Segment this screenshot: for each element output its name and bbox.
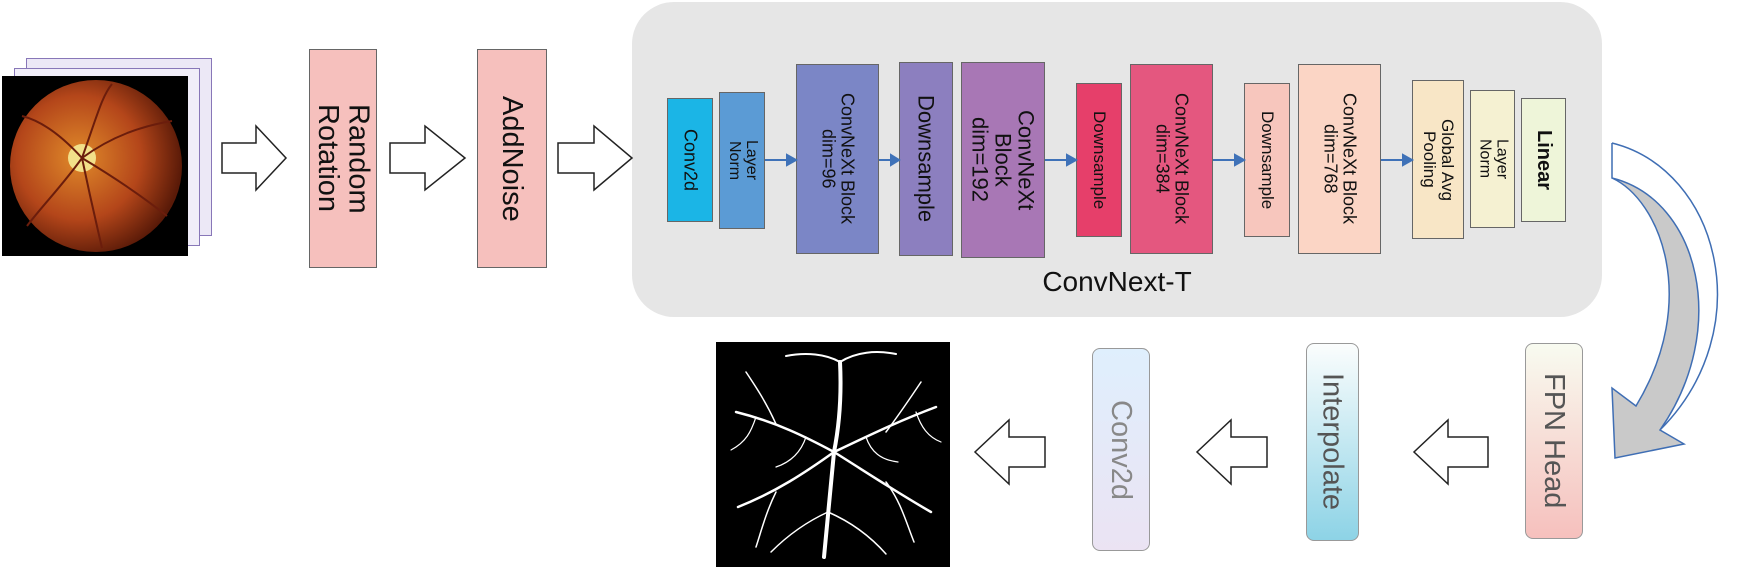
encoder-block-downsample-2: Downsample (1076, 83, 1122, 237)
encoder-block-label: Global Avg Pooling (1420, 118, 1457, 201)
interpolate-label: Interpolate (1316, 373, 1349, 511)
fundus-image (2, 76, 188, 256)
encoder-block-linear: Linear (1521, 98, 1566, 222)
interpolate-box: Interpolate (1306, 343, 1359, 541)
add-noise-box: AddNoise (477, 49, 547, 268)
encoder-block-convnext-768: ConvNeXt Block dim=768 (1298, 64, 1381, 254)
encoder-block-label: ConvNeXt Block dim=96 (818, 93, 858, 225)
random-rotation-box: Random Rotation (309, 49, 377, 268)
arrow-left-1 (1412, 418, 1489, 486)
conv2d-decoder-box: Conv2d (1092, 348, 1150, 551)
encoder-block-label: Layer Norm (1476, 138, 1511, 180)
encoder-block-label: Downsample (1257, 110, 1277, 210)
encoder-block-downsample-1: Downsample (899, 62, 953, 256)
encoder-block-label: Downsample (1089, 110, 1109, 210)
encoder-block-convnext-192: ConvNeXt Block dim=192 (961, 62, 1045, 258)
encoder-block-label: Layer Norm (726, 140, 760, 181)
encoder-block-convnext-384: ConvNeXt Block dim=384 (1130, 64, 1213, 254)
fpn-head-box: FPN Head (1525, 343, 1583, 539)
encoder-block-downsample-3: Downsample (1244, 83, 1290, 237)
encoder-block-layernorm-1: Layer Norm (719, 92, 765, 229)
encoder-block-label: ConvNeXt Block dim=192 (967, 109, 1039, 211)
arrow-left-2 (1195, 418, 1268, 486)
encoder-block-label: ConvNeXt Block dim=384 (1152, 93, 1192, 225)
encoder-block-label: Conv2d (680, 128, 701, 192)
encoder-to-decoder-curve (1611, 143, 1700, 459)
convnext-title: ConvNext-T (1042, 266, 1192, 297)
encoder-block-label: Downsample (913, 95, 939, 223)
encoder-block-label: ConvNeXt Block dim=768 (1320, 93, 1360, 225)
arrow-right-3 (557, 124, 634, 192)
encoder-block-conv2d: Conv2d (667, 98, 713, 222)
encoder-block-convnext-96: ConvNeXt Block dim=96 (796, 64, 879, 254)
arrow-left-3 (973, 418, 1046, 486)
add-noise-label: AddNoise (496, 95, 529, 222)
fpn-head-label: FPN Head (1538, 373, 1571, 509)
encoder-block-layernorm-2: Layer Norm (1470, 90, 1515, 228)
encoder-block-label: Linear (1533, 129, 1555, 191)
arrow-right-1 (221, 124, 288, 192)
random-rotation-label: Random Rotation (312, 103, 375, 214)
conv2d-decoder-label: Conv2d (1105, 399, 1138, 500)
arrow-right-2 (389, 124, 467, 192)
vessel-segmentation-output (716, 342, 950, 567)
